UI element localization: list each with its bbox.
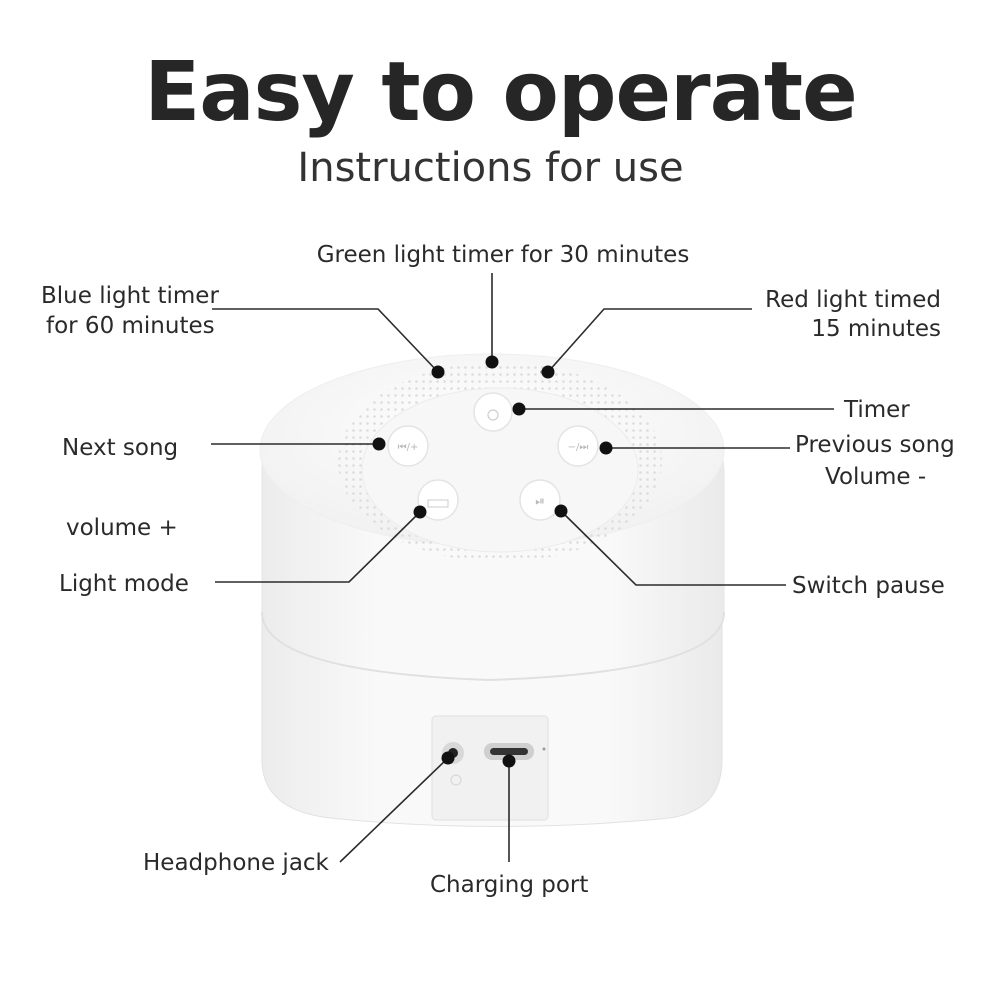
label-headphone-jack: Headphone jack — [143, 850, 329, 876]
label-switch-pause: Switch pause — [792, 573, 945, 599]
label-blue-timer-line2: for 60 minutes — [46, 313, 215, 339]
leader-dots — [372, 355, 613, 768]
label-charging-port: Charging port — [430, 872, 589, 898]
label-volume-plus: volume + — [66, 515, 178, 541]
label-red-timer-line2: 15 minutes — [811, 316, 941, 342]
svg-text:⏯: ⏯ — [535, 494, 545, 508]
next-song-button: ⏮/+ — [387, 425, 429, 467]
charging-port — [484, 743, 534, 760]
play-pause-button: ⏯ — [519, 479, 561, 521]
label-green-timer: Green light timer for 30 minutes — [316, 242, 690, 268]
timer-button — [473, 392, 513, 432]
svg-text:⏮/+: ⏮/+ — [398, 442, 419, 453]
port-panel — [431, 715, 549, 821]
label-light-mode: Light mode — [59, 571, 189, 597]
leader-lines — [211, 273, 834, 863]
label-timer: Timer — [844, 397, 910, 423]
page-title: Easy to operate — [144, 45, 857, 140]
label-red-timer-line1: Red light timed — [765, 287, 941, 313]
label-blue-timer-line1: Blue light timer — [41, 283, 219, 309]
label-next-song: Next song — [62, 435, 179, 461]
label-volume-minus: Volume - — [825, 464, 927, 490]
mode-button — [417, 479, 459, 521]
svg-text:−/⏭: −/⏭ — [568, 442, 589, 453]
label-previous-song: Previous song — [795, 432, 955, 458]
page-subtitle: Instructions for use — [297, 145, 684, 191]
previous-song-button: −/⏭ — [557, 425, 599, 467]
